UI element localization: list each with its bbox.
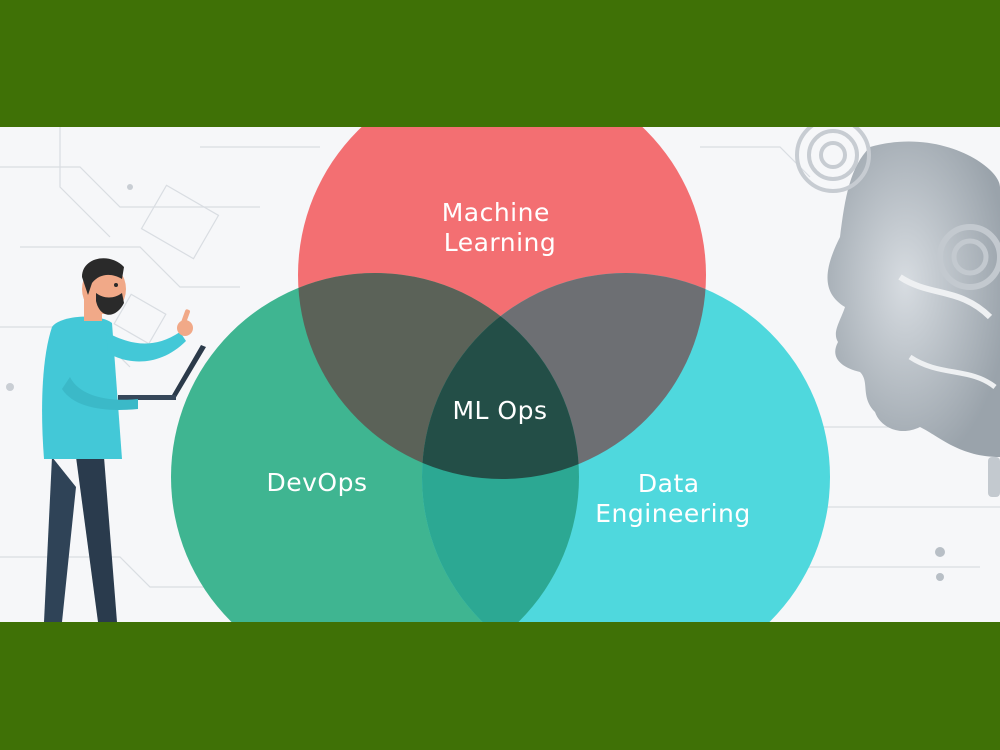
label-machine-learning: Machine Learning	[442, 198, 559, 257]
label-devops: DevOps	[267, 468, 368, 497]
bottom-frame-band	[0, 622, 1000, 750]
venn-circles	[171, 127, 830, 622]
top-frame-band	[0, 0, 1000, 127]
background-circuit-lines	[0, 127, 1000, 588]
label-ml-ops: ML Ops	[452, 396, 547, 425]
person-with-laptop-illustration	[42, 258, 206, 622]
overlap-center	[422, 273, 579, 479]
ai-robot-head-illustration	[795, 127, 1000, 497]
label-data-engineering: Data Engineering	[595, 469, 751, 528]
venn-diagram-svg: Machine Learning DevOps Data Engineering…	[0, 127, 1000, 622]
venn-panel: Machine Learning DevOps Data Engineering…	[0, 127, 1000, 622]
